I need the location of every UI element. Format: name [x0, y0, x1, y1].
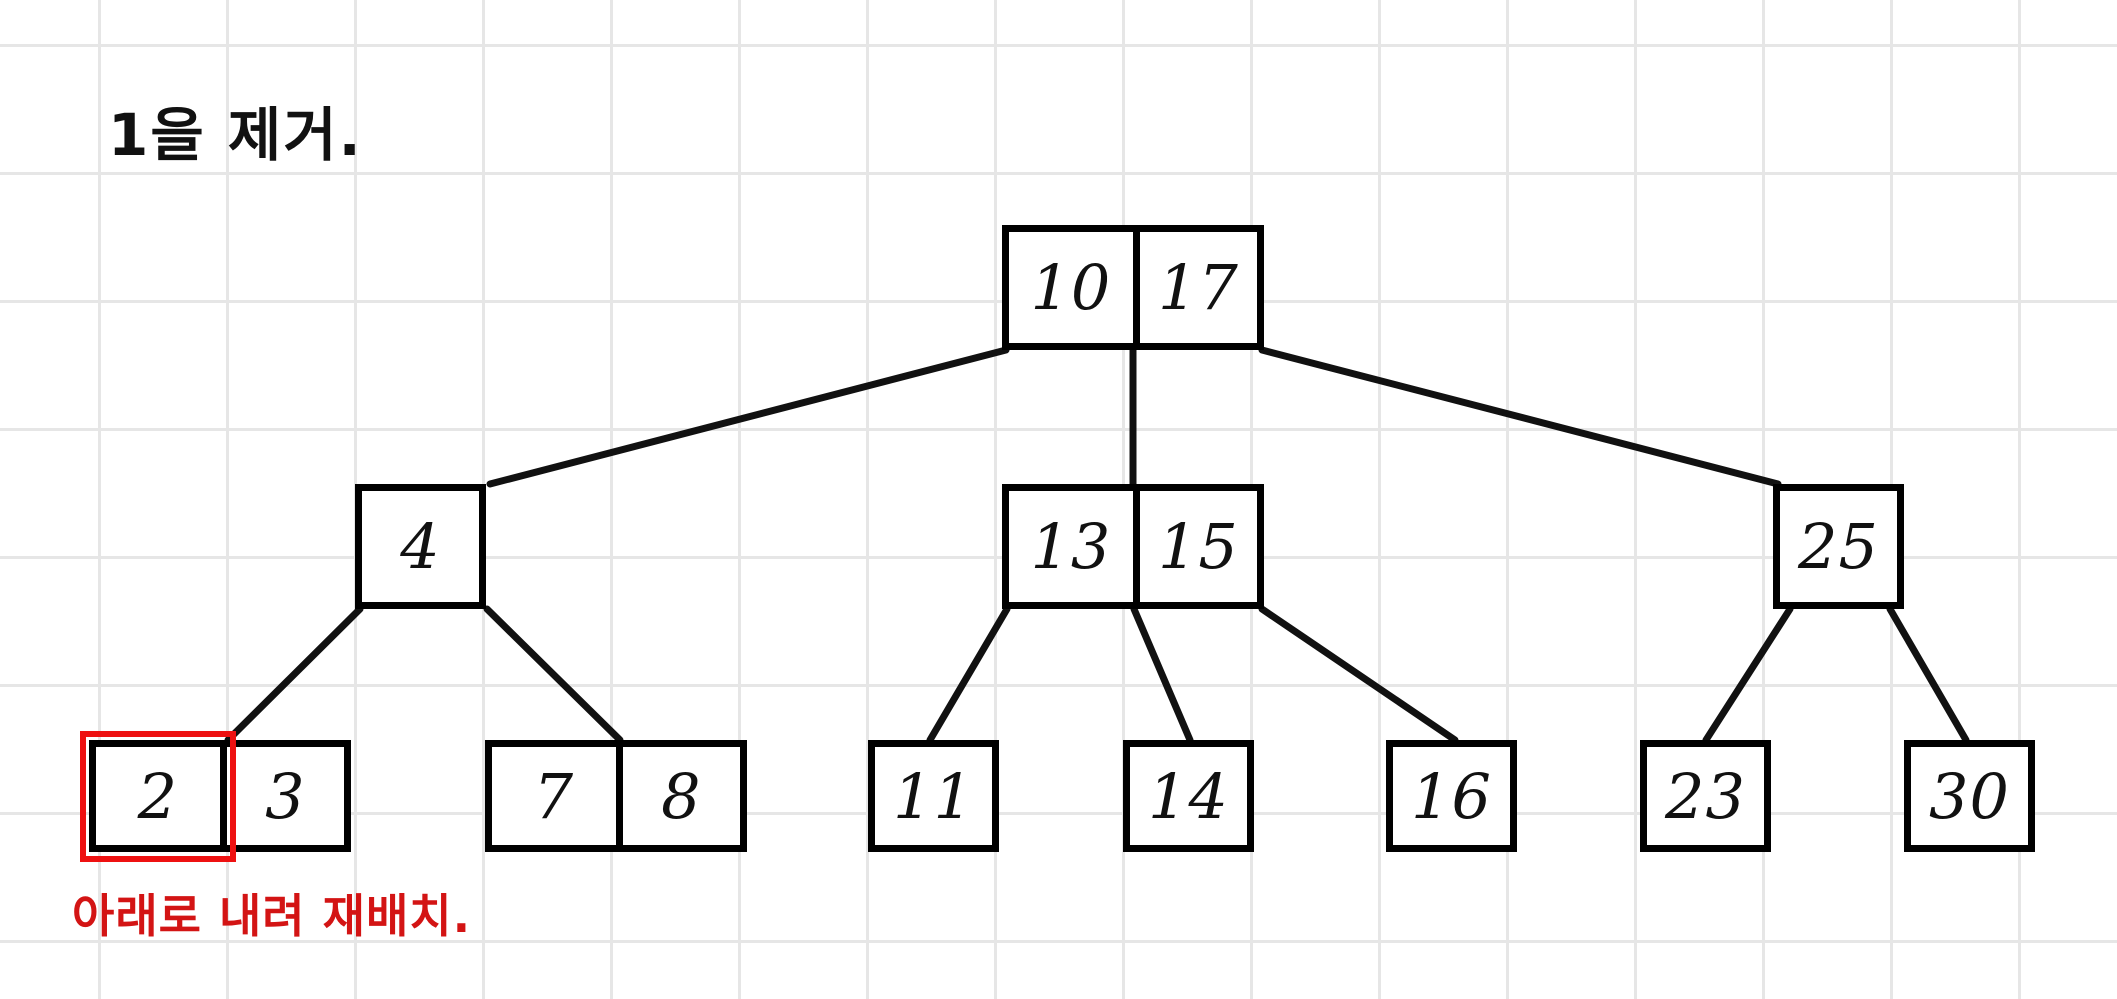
tree-node-internal-left[interactable]: 4	[355, 484, 486, 609]
tree-edge-internal-mid-to-leaf-3	[926, 605, 1011, 744]
tree-node-leaf-4-key-14[interactable]: 14	[1148, 759, 1229, 833]
tree-node-leaf-5[interactable]: 16	[1386, 740, 1517, 852]
tree-node-leaf-5-key-16[interactable]: 16	[1411, 759, 1492, 833]
tree-node-internal-right[interactable]: 25	[1773, 484, 1904, 609]
tree-node-root[interactable]: 10 17	[1002, 225, 1264, 350]
tree-edge-internal-left-to-leaf-2	[483, 605, 624, 744]
tree-edge-internal-right-to-leaf-6	[1702, 605, 1794, 744]
note-rebalance-downward: 아래로 내려 재배치.	[72, 889, 472, 943]
tree-node-leaf-1-key-3[interactable]: 3	[219, 747, 344, 845]
tree-node-leaf-3[interactable]: 11	[868, 740, 999, 852]
tree-node-leaf-2-key-8[interactable]: 8	[615, 747, 740, 845]
tree-edge-internal-left-to-leaf-1	[224, 605, 364, 744]
tree-edge-internal-right-to-leaf-7	[1886, 605, 1970, 744]
tree-node-leaf-6-key-23[interactable]: 23	[1665, 759, 1746, 833]
tree-edge-internal-mid-to-leaf-5	[1258, 605, 1459, 744]
tree-node-leaf-7[interactable]: 30	[1904, 740, 2035, 852]
tree-node-leaf-4[interactable]: 14	[1123, 740, 1254, 852]
tree-node-internal-mid-key-13[interactable]: 13	[1030, 510, 1112, 583]
tree-node-root-key-17[interactable]: 17	[1132, 232, 1257, 343]
tree-node-internal-right-key-25[interactable]: 25	[1798, 510, 1879, 583]
tree-node-internal-left-key-4[interactable]: 4	[400, 510, 441, 583]
tree-edge-root-to-internal-right	[1258, 346, 1782, 488]
tree-node-leaf-2-key-7[interactable]: 7	[533, 759, 575, 833]
tree-node-leaf-6[interactable]: 23	[1640, 740, 1771, 852]
tree-edge-root-to-internal-left	[486, 346, 1010, 488]
tree-node-leaf-3-key-11[interactable]: 11	[893, 759, 974, 833]
tree-edge-internal-mid-to-leaf-4	[1130, 605, 1194, 744]
tree-node-internal-mid-key-15[interactable]: 15	[1132, 491, 1257, 602]
note-remove-one: 1을 제거.	[108, 101, 363, 169]
tree-node-root-key-10[interactable]: 10	[1030, 251, 1112, 324]
tree-node-leaf-7-key-30[interactable]: 30	[1929, 759, 2010, 833]
tree-node-internal-mid[interactable]: 13 15	[1002, 484, 1264, 609]
tree-node-leaf-1-key-2[interactable]: 2	[137, 759, 179, 833]
